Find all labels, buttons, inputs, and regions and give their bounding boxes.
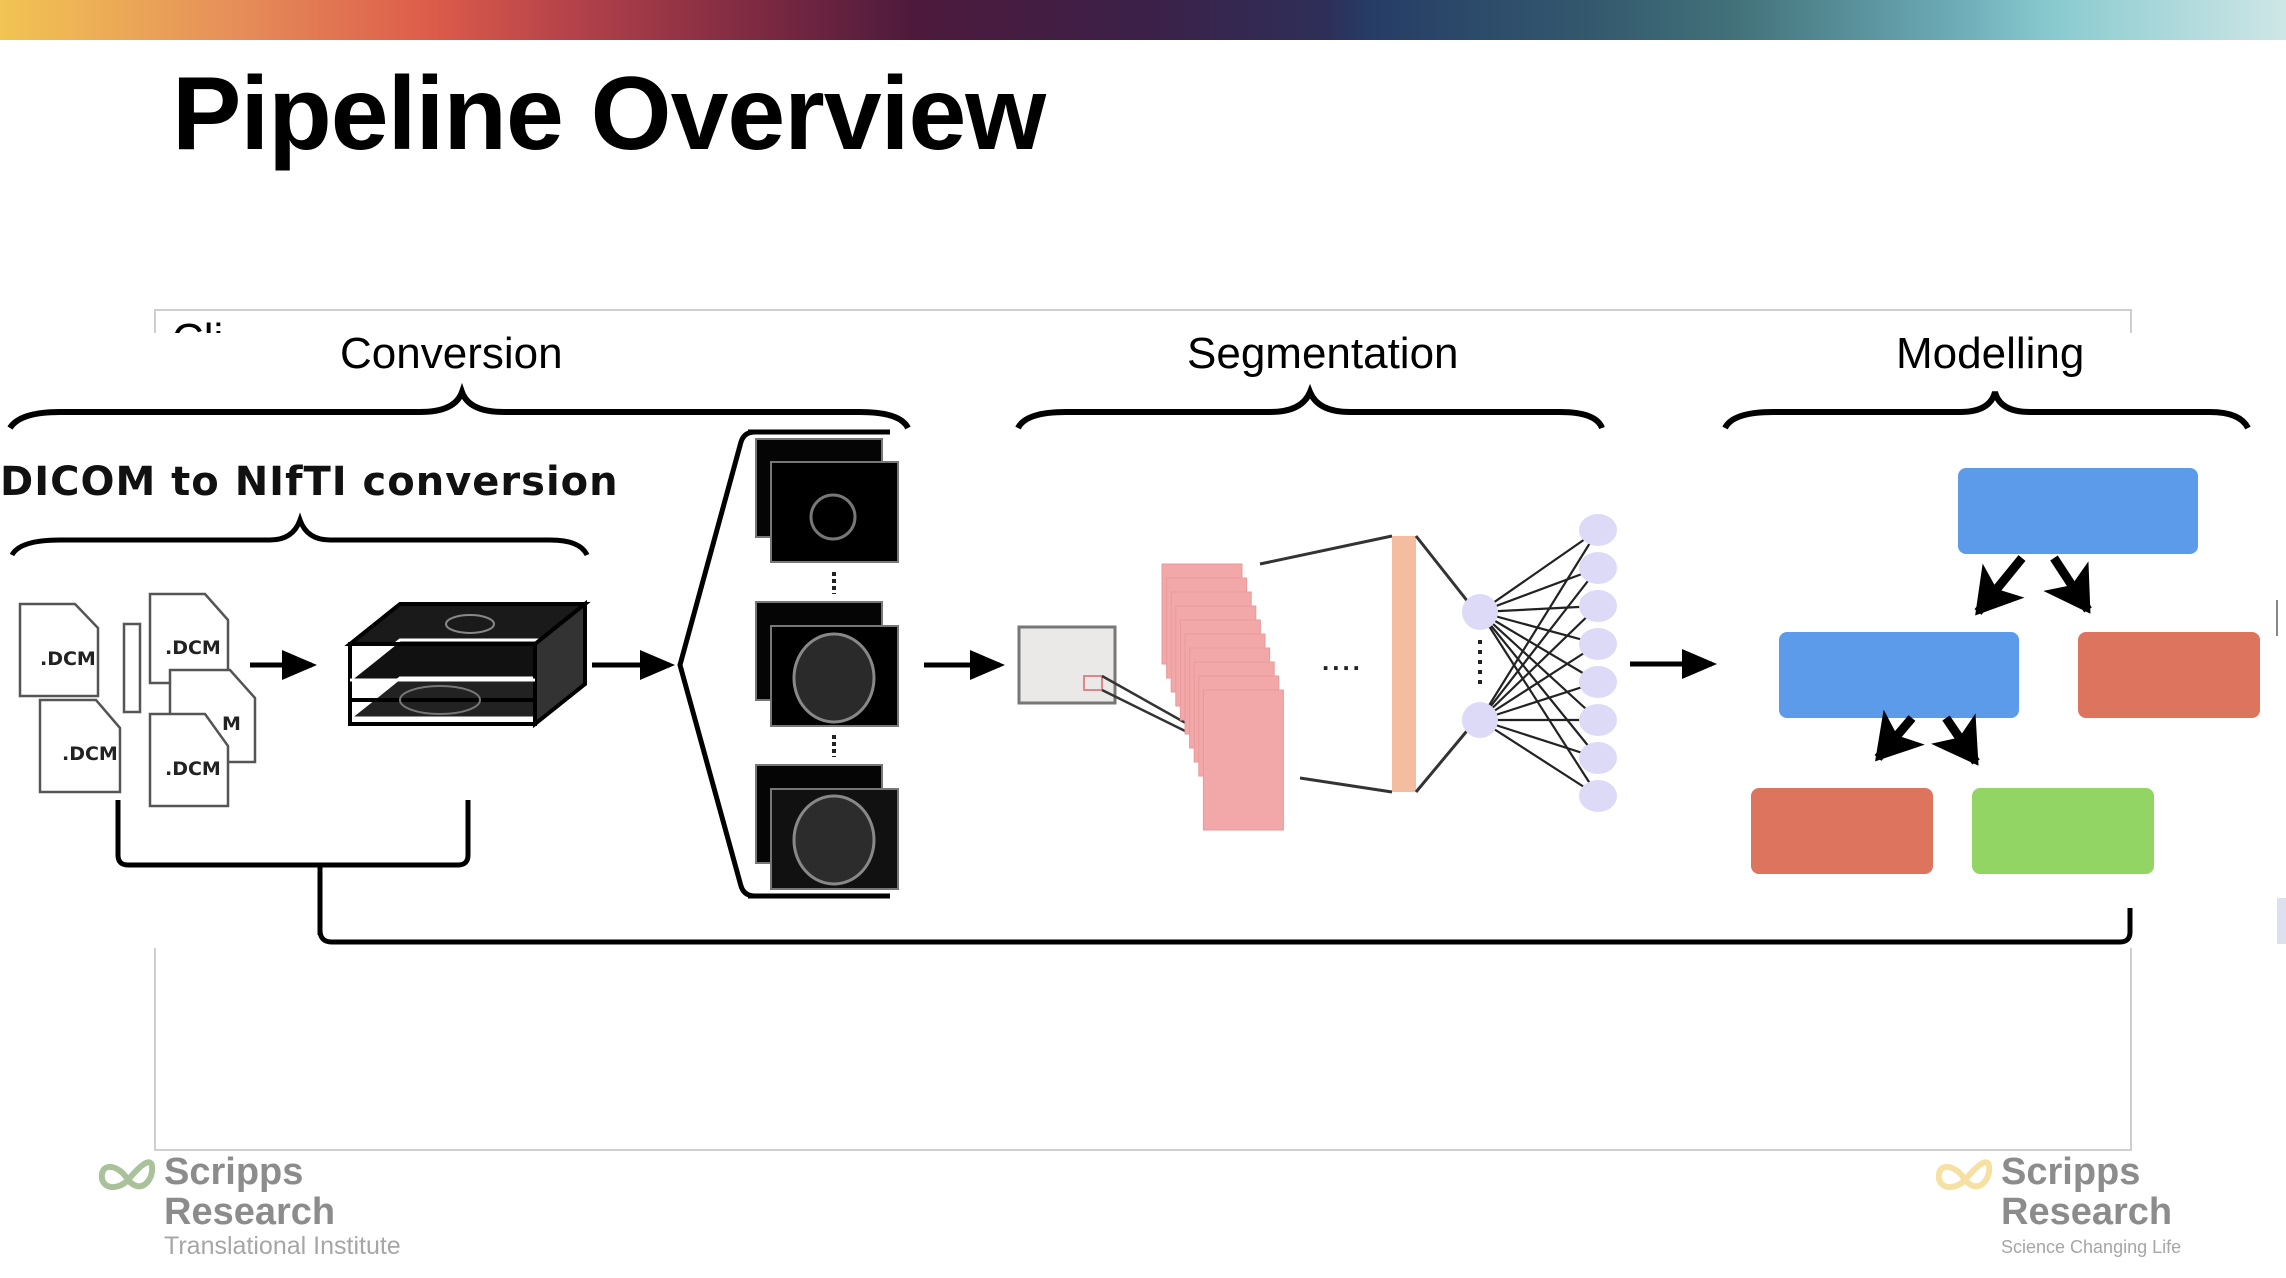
brace-dicom [9,512,590,557]
tree-arrow [2043,555,2092,614]
dicom-file-label: .DCM [40,648,96,670]
infinity-mark-icon [98,1159,156,1191]
output-node [1579,590,1617,622]
stage-label-conversion: Conversion [340,329,563,378]
fc-edge [1479,605,1599,721]
fully-connected-edges [1478,529,1599,797]
dicom-to-nifti-label: DICOM to NIfTI conversion [0,459,619,505]
dicom-file-stack [18,592,257,808]
bracket-pipeline-bottom [317,880,2133,945]
output-node [1579,704,1617,736]
fc-edge [1479,719,1599,797]
input-image-box [1017,625,1117,705]
ct-slice-group-1 [755,438,899,563]
logo-name-line1: Scripps [2001,1151,2141,1193]
fc-edge [1479,529,1599,613]
ct-slice-group-3 [755,764,899,890]
logo-tagline: Translational Institute [164,1232,401,1260]
fc-edge [1479,529,1599,721]
logo-tagline: Science Changing Life [2001,1237,2182,1257]
output-node [1579,552,1617,584]
output-node [1579,666,1617,698]
decision-tree [1751,468,2260,874]
feature-map-stack [1161,563,1284,831]
output-node [1579,742,1617,774]
top-gradient-bar [0,0,2286,40]
logo-name-line2: Research [2001,1191,2173,1233]
fc-edge [1479,567,1599,721]
tree-arrow [1974,555,2026,616]
output-node [1579,780,1617,812]
tree-node [1751,788,1933,874]
edge-tab [2277,898,2286,944]
bracket-slices [677,429,762,899]
fc-edge [1479,611,1599,759]
tree-node [1972,788,2154,874]
dicom-file-icon [122,622,142,714]
fc-edge [1479,718,1599,760]
nifti-volume-icon [344,599,591,729]
tree-node [2078,632,2260,718]
output-node [1579,514,1617,546]
brace-conversion [7,382,911,430]
output-node [1579,628,1617,660]
logo-name-line2: Research [164,1191,336,1233]
hidden-node [1462,702,1498,738]
fc-edge [1479,566,1599,614]
feature-map [1202,689,1284,831]
tree-node [1958,468,2198,554]
stage-label-modelling: Modelling [1896,329,2085,378]
tree-node [1779,632,2019,718]
fc-edge [1479,611,1599,683]
brace-modelling [1722,391,2251,430]
dicom-file-label: .DCM [165,758,221,780]
fc-edge [1479,680,1599,722]
dicom-file-label: .DCM [165,637,221,659]
fc-edge [1479,610,1599,646]
bracket-conversion-bottom [115,800,471,868]
fully-connected-nodes [1462,514,1617,812]
dense-layer-bar [1392,536,1416,792]
brace-segmentation [1015,383,1605,430]
dicom-file-label: .DCM [62,743,118,765]
fc-edge [1479,643,1599,721]
layer-ellipsis: .... [1322,646,1363,676]
stage-label-segmentation: Segmentation [1187,329,1459,378]
hidden-node [1462,594,1498,630]
infinity-mark-icon [1935,1159,1993,1191]
dicom-file-label: M [222,713,241,735]
tree-arrow [1874,709,1925,762]
dicom-file-icon [148,592,230,685]
ct-slice-group-2 [755,601,899,727]
dicom-file-icon [38,698,122,794]
fc-edge [1479,604,1599,614]
tree-arrow [1930,713,1980,766]
fc-edge [1479,611,1599,797]
dicom-file-icon [148,712,230,808]
dicom-file-icon [18,602,100,698]
page-title: Pipeline Overview [172,56,1046,172]
logo-name-line1: Scripps [164,1151,304,1193]
fc-edge [1479,611,1599,721]
